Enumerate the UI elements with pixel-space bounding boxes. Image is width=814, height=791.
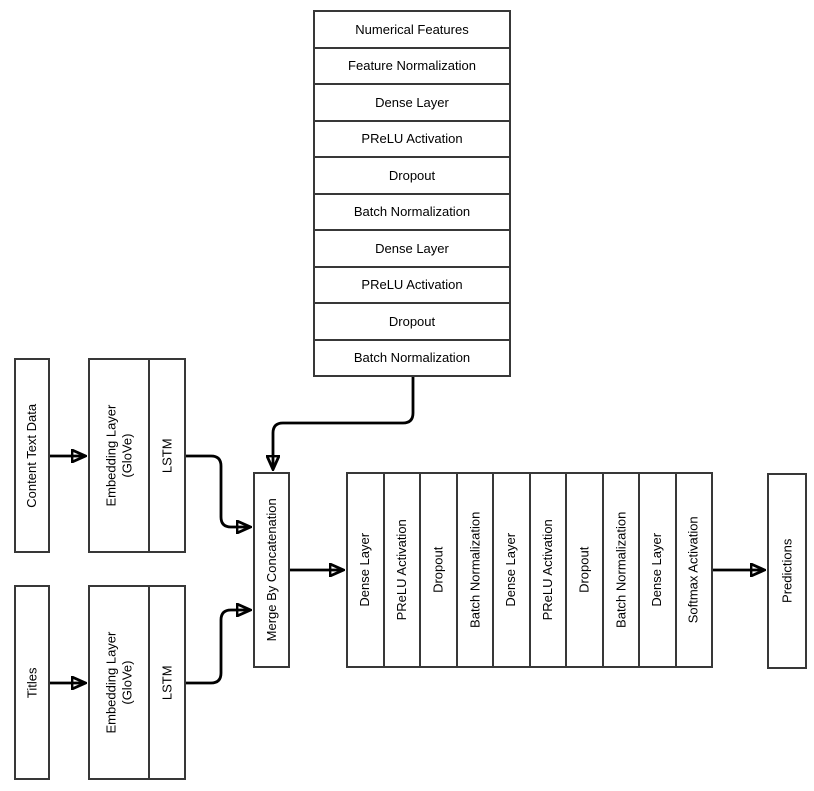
node-dropout: Dropout (313, 156, 511, 195)
node-label: Batch Normalization (353, 350, 471, 366)
node-label: PReLU Activation (539, 519, 555, 621)
node-label: Softmax Activation (685, 516, 701, 624)
node-label: Embedding Layer (GloVe) (103, 404, 134, 507)
node-label: Embedding Layer (GloVe) (103, 631, 134, 734)
node-label: LSTM (159, 438, 175, 473)
node-prelu-activation: PReLU Activation (382, 472, 421, 668)
node-dense-layer: Dense Layer (313, 229, 511, 268)
node-dropout: Dropout (419, 472, 458, 668)
node-label: Dense Layer (357, 533, 373, 607)
node-label: Batch Normalization (353, 204, 471, 220)
node-dense-layer: Dense Layer (638, 472, 677, 668)
edge-content-lstm-to-merge (186, 454, 249, 527)
node-dropout: Dropout (313, 302, 511, 341)
edge-numerical-stack-to-merge (273, 377, 415, 468)
node-dense-layer: Dense Layer (346, 472, 385, 668)
node-label: Dropout (388, 167, 436, 183)
node-prelu-activation: PReLU Activation (528, 472, 567, 668)
node-label: Dense Layer (375, 240, 449, 256)
node-titles-lstm: LSTM (148, 585, 186, 780)
node-label: Predictions (779, 538, 795, 604)
node-prelu-activation: PReLU Activation (313, 265, 511, 304)
node-label: Merge By Concatenation (263, 498, 279, 642)
node-label: Batch Normalization (612, 511, 628, 629)
node-numerical-features: Numerical Features (313, 10, 511, 49)
node-label: Dropout (388, 313, 436, 329)
node-label: Batch Normalization (466, 511, 482, 629)
node-predictions: Predictions (767, 473, 807, 669)
node-label: PReLU Activation (393, 519, 409, 621)
node-label: Numerical Features (355, 21, 469, 37)
node-dense-layer: Dense Layer (492, 472, 531, 668)
node-label: Dense Layer (649, 533, 665, 607)
node-feature-normalization: Feature Normalization (313, 46, 511, 85)
node-softmax-activation: Softmax Activation (674, 472, 713, 668)
node-batch-normalization: Batch Normalization (313, 338, 511, 377)
titles-embedding-lstm: Embedding Layer (GloVe) LSTM (88, 585, 186, 780)
numerical-branch-stack: Numerical Features Feature Normalization… (313, 10, 511, 377)
node-label: LSTM (159, 665, 175, 700)
node-label: Dense Layer (375, 94, 449, 110)
node-label: Feature Normalization (348, 58, 476, 74)
node-label: Dropout (430, 546, 446, 594)
node-batch-normalization: Batch Normalization (313, 192, 511, 231)
node-titles-embedding: Embedding Layer (GloVe) (88, 585, 150, 780)
node-label: Dense Layer (503, 533, 519, 607)
node-dense-layer: Dense Layer (313, 83, 511, 122)
content-embedding-lstm: Embedding Layer (GloVe) LSTM (88, 358, 186, 553)
main-dense-block: Dense Layer PReLU Activation Dropout Bat… (346, 472, 713, 668)
node-dropout: Dropout (565, 472, 604, 668)
node-content-embedding: Embedding Layer (GloVe) (88, 358, 150, 553)
node-content-lstm: LSTM (148, 358, 186, 553)
node-content-text-data: Content Text Data (14, 358, 50, 553)
node-label: Dropout (576, 546, 592, 594)
node-label: Content Text Data (24, 403, 40, 508)
node-batch-normalization: Batch Normalization (455, 472, 494, 668)
node-batch-normalization: Batch Normalization (601, 472, 640, 668)
node-label: Titles (24, 667, 40, 698)
node-label: PReLU Activation (361, 131, 463, 147)
node-prelu-activation: PReLU Activation (313, 119, 511, 158)
node-merge-by-concatenation: Merge By Concatenation (253, 472, 290, 668)
edge-titles-lstm-to-merge (186, 610, 249, 685)
node-label: PReLU Activation (361, 277, 463, 293)
node-titles: Titles (14, 585, 50, 780)
